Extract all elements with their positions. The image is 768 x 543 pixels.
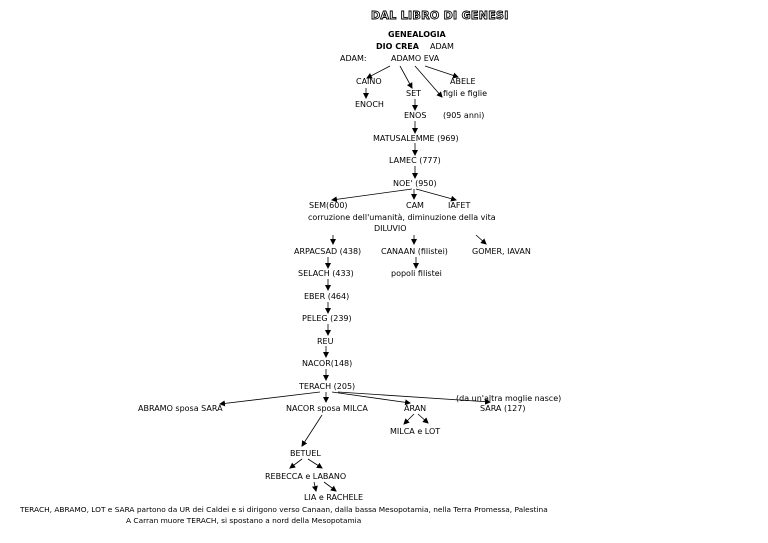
node-betuel: BETUEL <box>290 449 321 458</box>
node-abramo-sara: ABRAMO sposa SARA <box>138 404 223 413</box>
node-canaan: CANAAN (filistei) <box>381 247 448 256</box>
corruzione-note: corruzione dell'umanità, diminuzione del… <box>308 213 496 222</box>
altra-moglie-note: (da un'altra moglie nasce) <box>456 394 562 403</box>
node-lia-rachele: LIA e RACHELE <box>304 493 364 502</box>
node-reu: REU <box>317 337 334 346</box>
node-arpacsad: ARPACSAD (438) <box>294 247 362 256</box>
adam-label: ADAM: <box>340 54 367 63</box>
node-iafet: IAFET <box>448 201 471 210</box>
node-eber: EBER (464) <box>304 292 350 301</box>
node-cam: CAM <box>406 201 424 210</box>
adam-top-label: ADAM <box>430 42 454 51</box>
node-terach: TERACH (205) <box>299 382 356 391</box>
node-nacor-milca: NACOR sposa MILCA <box>286 404 368 413</box>
node-enoch: ENOCH <box>355 100 384 109</box>
genealogia-label: GENEALOGIA <box>388 30 446 39</box>
node-abele: ABELE <box>450 77 476 86</box>
node-enos-age: (905 anni) <box>443 111 485 120</box>
node-gomer-iavan: GOMER, IAVAN <box>472 247 531 256</box>
node-lamec: LAMEC (777) <box>389 156 441 165</box>
node-aran: ARAN <box>404 404 427 413</box>
node-caino: CAINO <box>356 77 382 86</box>
node-popoli-filistei: popoli filistei <box>391 269 442 278</box>
node-sem: SEM(600) <box>309 201 348 210</box>
adamo-eva-label: ADAMO EVA <box>391 54 440 63</box>
node-enos: ENOS <box>404 111 427 120</box>
footer-note-1: TERACH, ABRAMO, LOT e SARA partono da UR… <box>20 505 548 514</box>
diagram-title: DAL LIBRO DI GENESI <box>371 9 509 22</box>
node-set: SET <box>406 89 422 98</box>
diluvio-label: DILUVIO <box>374 224 407 233</box>
node-sara-127: SARA (127) <box>480 404 526 413</box>
node-figli-figlie: figli e figlie <box>443 89 488 98</box>
node-selach: SELACH (433) <box>298 269 354 278</box>
dio-crea-label: DIO CREA <box>376 42 419 51</box>
footer-note-2: A Carran muore TERACH, si spostano a nor… <box>126 516 362 525</box>
node-milca-lot: MILCA e LOT <box>390 427 441 436</box>
node-matusalemme: MATUSALEMME (969) <box>373 134 459 143</box>
node-noe: NOE' (950) <box>393 179 437 188</box>
node-nacor-148: NACOR(148) <box>302 359 353 368</box>
node-rebecca-labano: REBECCA e LABANO <box>265 472 347 481</box>
node-peleg: PELEG (239) <box>302 314 352 323</box>
